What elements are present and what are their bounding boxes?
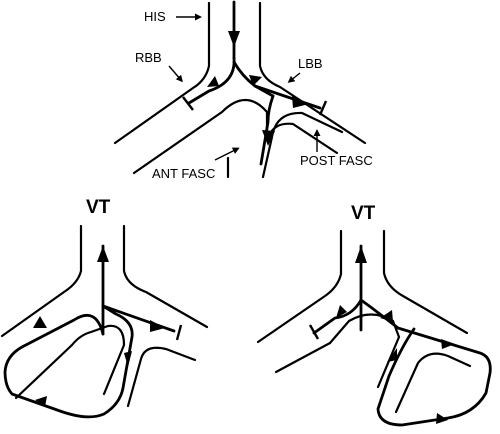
rbb-pointer: [168, 65, 183, 83]
vt-right-title: VT: [351, 203, 376, 224]
his-arrow-icon: [228, 31, 240, 47]
vt-left-block-icon: [175, 324, 183, 341]
vt-right-block-icon: [308, 324, 320, 340]
vt-right-diagram: VT: [256, 203, 492, 427]
post-fasc-block-icon: [318, 100, 328, 116]
vt-left-title: VT: [86, 197, 111, 218]
his-label: HIS: [144, 9, 166, 24]
lbb-label: LBB: [298, 56, 323, 71]
post-fasc-label: POST FASC: [300, 153, 373, 168]
vt-left-diagram: VT: [0, 197, 209, 419]
ant-fasc-label: ANT FASC: [152, 166, 215, 181]
lbb-arrow-icon: [292, 96, 309, 108]
ant-fasc-pointer: [214, 147, 240, 161]
lbb-pointer: [287, 72, 301, 83]
rbb-block-icon: [182, 96, 194, 111]
rbb-label: RBB: [135, 50, 162, 65]
normal-conduction-diagram: HIS RBB LBB ANT FASC POST FASC: [113, 0, 373, 181]
